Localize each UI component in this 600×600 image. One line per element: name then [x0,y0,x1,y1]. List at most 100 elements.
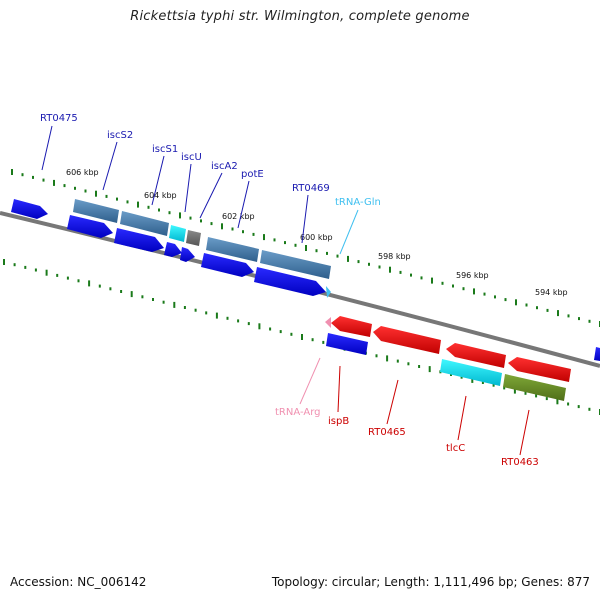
minor-tick [284,241,286,245]
kbp-label-600: 600 kbp [300,233,333,242]
gene-iscU-feature[interactable] [169,225,186,242]
minor-tick [56,273,59,277]
minor-tick [116,197,118,201]
minor-tick [290,332,293,336]
minor-tick [407,362,410,366]
major-tick [557,310,559,317]
trna-Gln-arrow[interactable] [326,286,331,298]
major-tick [215,312,218,319]
kbp-label-604: 604 kbp [144,191,177,200]
gene-iscS1-feature[interactable] [120,211,169,236]
gene-ispB-feature[interactable] [326,333,368,355]
minor-tick [226,316,229,320]
minor-tick [588,407,591,411]
gene-potE-feature[interactable] [206,237,259,262]
kbp-label-606: 606 kbp [66,168,99,177]
cds-RT0465-reverse-arrow[interactable] [373,326,441,354]
gene-label-iscS1: iscS1 [152,144,178,155]
minor-tick [66,276,69,280]
feature-track-upper [73,199,331,279]
cds-potE-arrow[interactable] [201,253,254,277]
minor-tick [205,311,208,315]
major-tick [179,212,181,219]
minor-tick [189,216,192,220]
minor-tick [311,338,314,342]
minor-tick [231,227,234,231]
minor-tick [74,186,76,190]
minor-tick [588,319,591,323]
gene-label-potE: potE [241,169,264,180]
cds-RT0469-arrow[interactable] [254,267,326,296]
major-tick [431,277,433,284]
label-leaders-top [41,125,359,255]
major-tick [305,245,307,251]
gene-iscS2-feature[interactable] [73,199,119,223]
major-tick [45,269,48,276]
minor-tick [141,295,144,299]
minor-tick [420,276,423,280]
minor-tick [545,397,548,401]
gene-label-tlcC: tlcC [446,443,465,454]
major-tick [263,234,265,241]
feature-track-lower [326,333,600,401]
major-tick [53,179,55,186]
gene-label-tRNA-Arg: tRNA-Arg [275,407,320,418]
minor-tick [24,265,27,269]
minor-tick [315,249,318,253]
minor-tick [147,205,150,209]
gene-label-iscU: iscU [181,152,202,163]
minor-tick [535,394,538,398]
cds-edge-partial[interactable] [594,347,600,361]
minor-tick [183,306,186,309]
minor-tick [462,287,465,291]
major-tick [301,334,303,340]
minor-tick [98,284,101,288]
cds-tlcC-reverse-arrow[interactable] [446,343,506,368]
minor-tick [524,391,527,395]
map-title: Rickettsia typhi str. Wilmington, comple… [130,9,470,24]
major-tick [258,323,261,330]
gene-label-iscA2: iscA2 [211,161,238,172]
minor-tick [460,375,463,379]
minor-tick [368,262,370,266]
cds-iscS2-arrow[interactable] [67,215,113,238]
minor-tick [536,306,538,310]
minor-tick [503,386,506,390]
kbp-label-602: 602 kbp [222,212,255,221]
minor-tick [242,230,244,234]
gene-label-RT0469: RT0469 [292,183,330,194]
minor-tick [269,327,272,331]
minor-tick [84,189,87,193]
label-leaders-bottom [299,357,530,456]
major-tick [513,387,516,394]
gene-label-RT0463: RT0463 [501,457,539,468]
minor-tick [126,200,129,204]
minor-tick [326,251,328,255]
minor-tick [237,319,240,323]
cds-RT0463-reverse-arrow[interactable] [508,357,571,382]
minor-tick [158,208,160,212]
cds-iscA2-arrow[interactable] [180,247,195,262]
minor-tick [194,308,197,312]
major-tick [471,376,474,383]
cds-iscS1-arrow[interactable] [114,228,164,252]
minor-tick [13,263,16,267]
trna-Arg-arrow[interactable] [325,317,331,328]
major-tick [221,223,223,230]
cds-RT0475-arrow[interactable] [11,199,48,219]
gene-iscA2-feature[interactable] [186,230,201,246]
gene-RT0469-feature[interactable] [260,250,331,279]
minor-tick [567,402,570,406]
cds-iscU-arrow[interactable] [164,242,182,257]
minor-tick [105,194,108,198]
minor-tick [418,365,421,368]
cds-ispB-reverse-arrow[interactable] [331,316,372,337]
major-tick [428,366,431,373]
gene-RT0463-feature[interactable] [503,374,566,401]
gene-tlcC-feature[interactable] [440,359,502,386]
minor-tick [578,317,580,321]
gene-label-RT0465: RT0465 [368,427,406,438]
minor-tick [441,281,444,285]
minor-tick [200,219,202,223]
minor-tick [481,381,484,384]
